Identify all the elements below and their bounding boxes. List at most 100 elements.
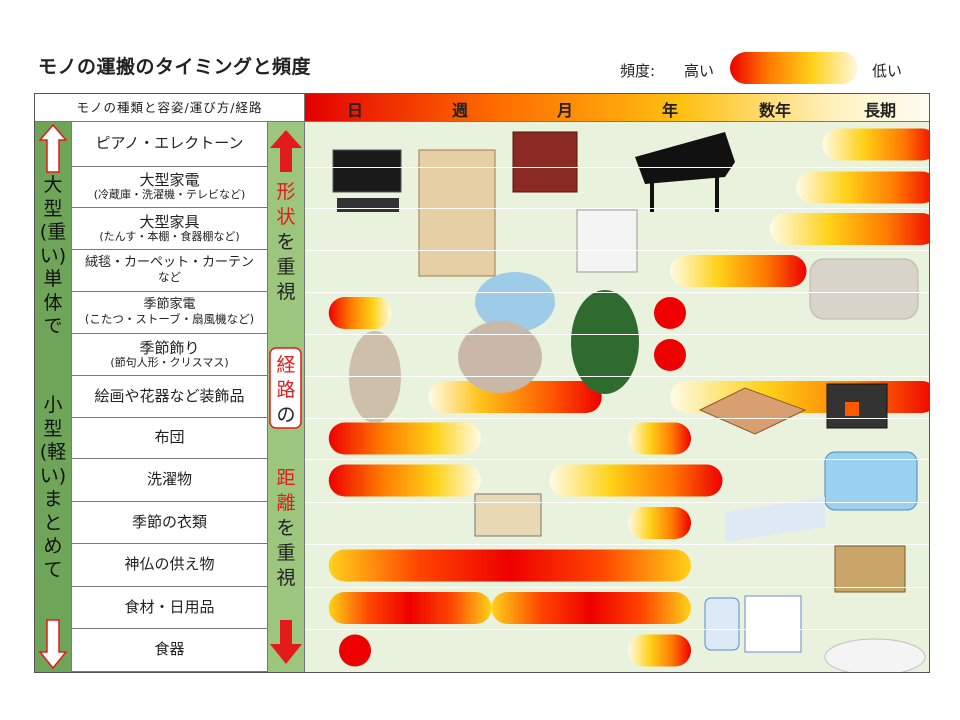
emphasis-shape-black: を重視 xyxy=(276,231,296,303)
frequency-bar xyxy=(670,255,807,287)
emphasis-distance-red: 距離 xyxy=(276,467,296,514)
route-frame xyxy=(269,347,302,429)
futon-icon xyxy=(824,451,918,511)
x-tick-label: 週 xyxy=(451,101,469,120)
laundry-basket-icon xyxy=(474,493,542,537)
solid-down-arrow-icon xyxy=(270,620,302,664)
frequency-bar xyxy=(822,128,929,161)
category-main-text: 洗濯物 xyxy=(146,470,192,489)
category-label: 絨毯・カーペット・カーテンなど xyxy=(71,250,267,292)
hanging-laundry-icon xyxy=(725,497,825,542)
emphasis-shape-red: 形状 xyxy=(276,181,296,228)
x-tick-label: 長期 xyxy=(863,101,897,120)
category-main-text: ピアノ・エレクトーン xyxy=(95,134,244,153)
frequency-dot xyxy=(339,634,371,667)
category-main-text: 季節家電 xyxy=(143,297,196,313)
row-gridline xyxy=(305,250,929,251)
emphasis-column: 形状を重視 経路の 距離を重視 xyxy=(267,122,305,672)
frequency-bar xyxy=(328,422,481,455)
category-sub-text: (節句人形・クリスマス) xyxy=(110,355,229,369)
emphasis-route-red: 経路 xyxy=(276,354,296,401)
category-label: 洗濯物 xyxy=(71,459,267,502)
frequency-bar xyxy=(328,592,492,624)
category-main-text: 大型家電 xyxy=(139,171,200,190)
frequency-bar xyxy=(428,381,602,413)
frequency-bar xyxy=(328,549,691,582)
category-main-text: 絨毯・カーペット・カーテン xyxy=(84,255,254,271)
left-column-bottom-text: 小型(軽い)まとめて xyxy=(39,394,67,581)
shrine-icon xyxy=(834,545,906,593)
detergent-icon xyxy=(704,597,740,651)
row-gridline xyxy=(305,334,929,335)
category-main-text: 食材・日用品 xyxy=(124,597,215,616)
row-gridline xyxy=(305,629,929,630)
category-label: 季節飾り(節句人形・クリスマス) xyxy=(71,334,267,376)
category-label: ピアノ・エレクトーン xyxy=(71,122,267,167)
bars-layer xyxy=(328,128,929,672)
frequency-dot xyxy=(654,297,686,329)
frequency-bar xyxy=(628,507,691,539)
tv-icon xyxy=(332,149,402,193)
solid-up-arrow-icon xyxy=(270,130,302,172)
tv-stand-icon xyxy=(337,198,399,212)
row-gridline xyxy=(305,418,929,419)
frequency-bar xyxy=(769,213,929,245)
frequency-bar xyxy=(491,592,691,624)
carpet-sofa-icon xyxy=(809,258,919,320)
row-gridline xyxy=(305,502,929,503)
frequency-bar xyxy=(796,171,929,204)
kotatsu-icon xyxy=(698,387,807,435)
category-main-text: 神仏の供え物 xyxy=(124,555,215,574)
category-label: 神仏の供え物 xyxy=(71,544,267,587)
category-sub-text: (たんす・本棚・食器棚など) xyxy=(99,229,240,243)
row-gridline xyxy=(305,292,929,293)
dishes-icon xyxy=(824,638,926,672)
category-label: 食材・日用品 xyxy=(71,587,267,629)
emphasis-text-1: 形状を重視 xyxy=(271,180,301,305)
legend-gradient-bar xyxy=(730,52,858,84)
emphasis-distance-black: を重視 xyxy=(276,517,296,589)
hollow-down-arrow-icon xyxy=(38,619,68,670)
size-weight-column: 大型(重い)単体で 小型(軽い)まとめて xyxy=(35,122,71,672)
frequency-bar xyxy=(328,464,481,497)
row-gridline xyxy=(305,459,929,460)
frequency-bar xyxy=(549,464,723,497)
carp-streamer-icon xyxy=(475,272,555,332)
category-label: 食器 xyxy=(71,629,267,672)
frequency-chart: モノの種類と容姿/運び方/経路 日週月年数年長期 大型(重い)単体で 小型(軽い… xyxy=(34,93,930,673)
left-column-top-text: 大型(重い)単体で xyxy=(39,174,67,337)
x-tick-label: 月 xyxy=(556,101,574,120)
emphasis-text-3: 距離を重視 xyxy=(271,466,301,591)
category-main-text: 絵画や花器など装飾品 xyxy=(94,386,245,405)
category-header: モノの種類と容姿/運び方/経路 xyxy=(35,94,305,122)
category-labels: ピアノ・エレクトーン大型家電(冷蔵庫・洗濯機・テレビなど) 大型家具(たんす・本棚… xyxy=(71,122,267,672)
frequency-bar xyxy=(628,422,691,455)
category-main-text: 食器 xyxy=(154,640,185,659)
hollow-up-arrow-icon xyxy=(38,123,68,173)
category-main-text: 季節の衣類 xyxy=(131,512,207,531)
hina-doll-icon xyxy=(458,321,542,393)
row-gridline xyxy=(305,587,929,588)
category-sub-text: (冷蔵庫・洗濯機・テレビなど) xyxy=(93,188,246,202)
page-title: モノの運搬のタイミングと頻度 xyxy=(38,56,312,78)
christmas-tree-icon xyxy=(571,290,639,394)
category-sub-text: (こたつ・ストーブ・扇風機など) xyxy=(84,312,255,327)
category-main-text: 大型家具 xyxy=(139,212,200,231)
plot-area xyxy=(305,122,929,672)
washing-machine-icon xyxy=(576,209,638,273)
x-tick-label: 日 xyxy=(346,101,364,120)
x-tick-label: 数年 xyxy=(758,101,792,120)
grand-piano-leg-icon xyxy=(715,177,719,212)
time-axis-header: 日週月年数年長期 xyxy=(305,94,929,122)
legend-label: 頻度: xyxy=(620,62,656,80)
row-gridline xyxy=(305,376,929,377)
toilet-paper-icon xyxy=(744,595,802,653)
category-label: 大型家具(たんす・本棚・食器棚など) xyxy=(71,208,267,250)
category-main-text: 季節飾り xyxy=(139,338,200,357)
grand-piano-icon xyxy=(635,132,735,184)
category-label: 季節の衣類 xyxy=(71,502,267,544)
frequency-bar xyxy=(328,297,392,329)
row-gridline xyxy=(305,208,929,209)
category-main-text: 布団 xyxy=(154,428,185,447)
category-label: 布団 xyxy=(71,418,267,459)
